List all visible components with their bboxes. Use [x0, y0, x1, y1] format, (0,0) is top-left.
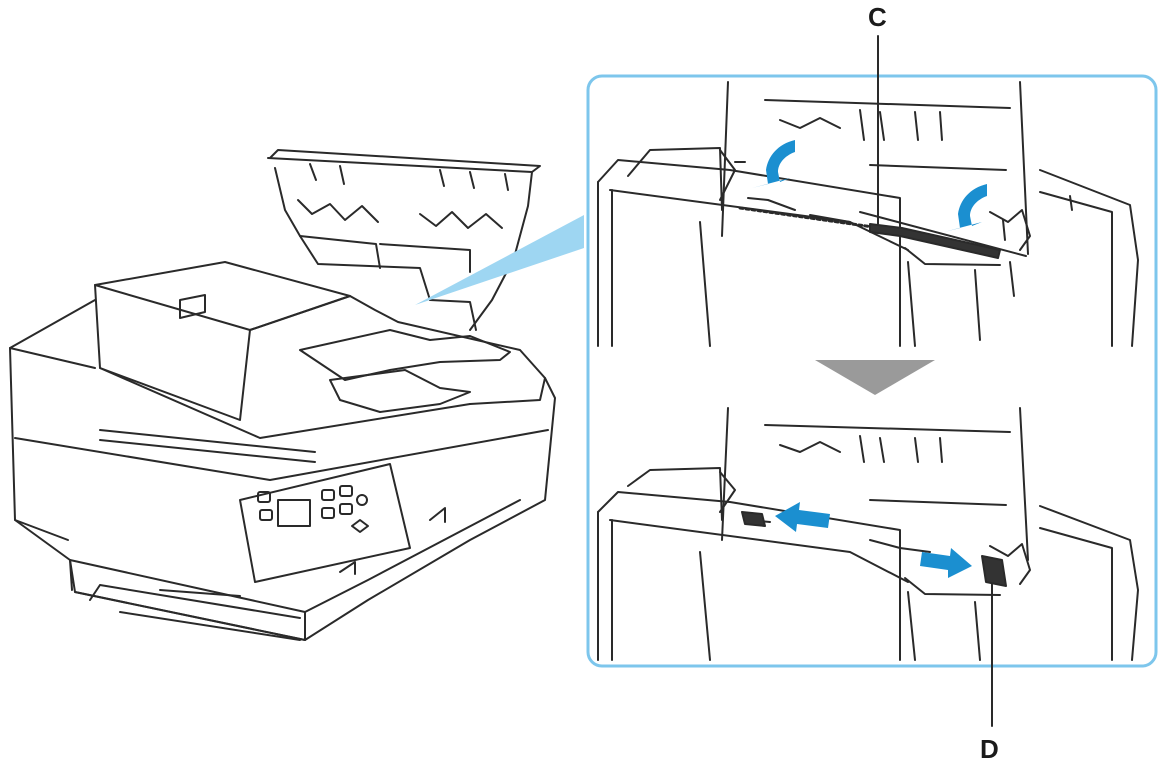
detail-after — [597, 407, 1139, 727]
callout-label-d: D — [980, 734, 999, 764]
operation-panel — [239, 463, 411, 583]
printer-body — [9, 299, 556, 641]
arrow-right-icon — [920, 548, 972, 578]
triangle-down-icon — [815, 360, 935, 395]
guide-d — [981, 555, 1007, 587]
paper-edge-dashed — [738, 206, 882, 230]
left-guide — [741, 511, 766, 527]
zoom-beam — [415, 215, 584, 305]
curved-arrow-down-icon — [944, 184, 987, 232]
detail-before — [597, 81, 1139, 347]
paper-support — [267, 149, 541, 331]
adf-lid — [94, 261, 546, 439]
printer — [9, 149, 556, 641]
curved-arrow-down-icon — [752, 140, 795, 188]
guide-c — [869, 223, 1001, 259]
arrow-left-icon — [775, 502, 830, 532]
callout-label-c: C — [868, 2, 887, 32]
